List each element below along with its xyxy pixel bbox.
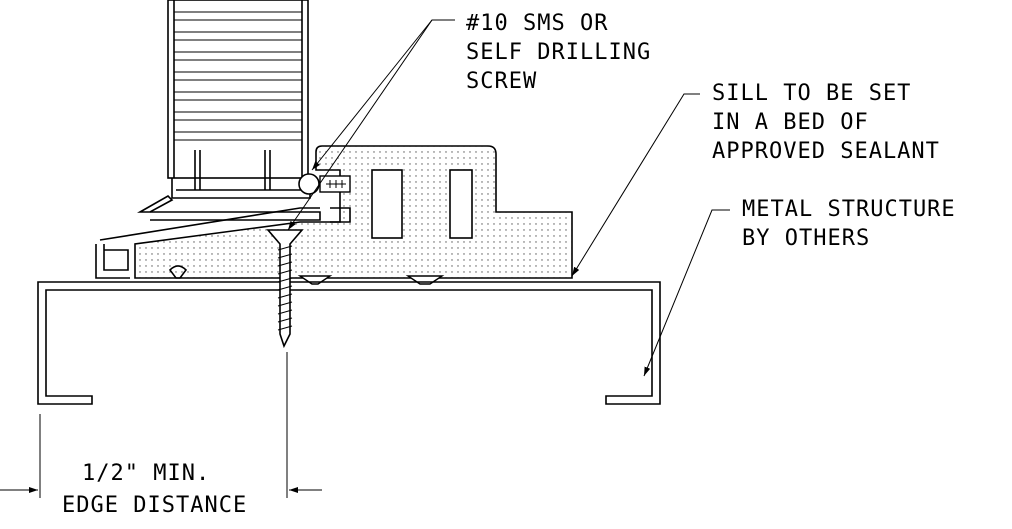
window-panel xyxy=(167,0,311,199)
dimension-label-line1: 1/2" MIN. xyxy=(82,461,210,486)
note-screw-line2: SELF DRILLING xyxy=(466,40,651,65)
note-metal-line2: BY OTHERS xyxy=(742,226,870,251)
note-screw-line1: #10 SMS OR xyxy=(466,11,608,36)
sill-extrusion xyxy=(134,145,573,285)
metal-structure xyxy=(37,281,661,405)
dimension-label-line2: EDGE DISTANCE xyxy=(62,493,247,518)
leader-sill xyxy=(571,93,700,277)
frame-rail xyxy=(95,195,321,279)
note-metal-line1: METAL STRUCTURE xyxy=(742,197,956,222)
edge-distance-dimension xyxy=(0,352,322,498)
leader-screw xyxy=(287,19,455,231)
note-sill-line3: APPROVED SEALANT xyxy=(712,139,940,164)
screw xyxy=(266,229,304,349)
note-sill-line1: SILL TO BE SET xyxy=(712,81,911,106)
leader-metal xyxy=(643,209,730,377)
note-screw-line3: SCREW xyxy=(466,69,537,94)
note-sill-line2: IN A BED OF xyxy=(712,110,869,135)
